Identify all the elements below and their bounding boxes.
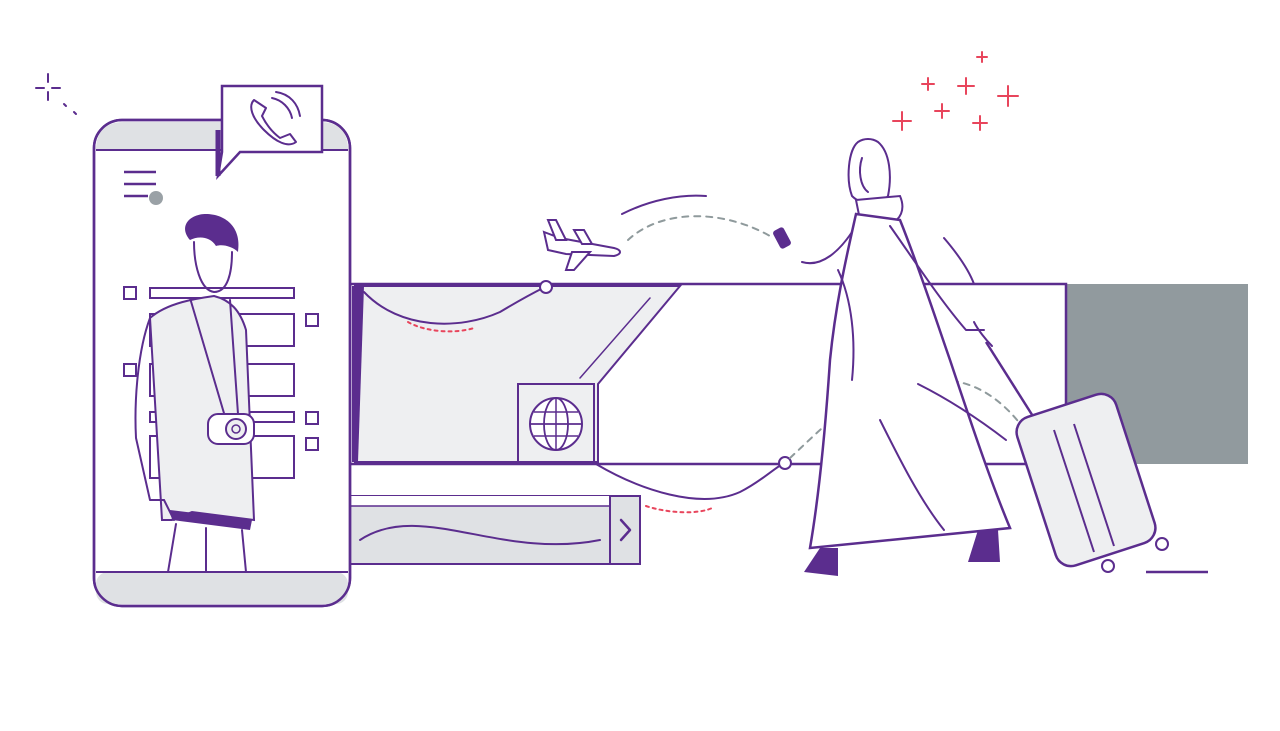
route-line-lower-red — [645, 505, 713, 514]
flight-arc-dashed — [627, 215, 771, 241]
suitcase-icon — [984, 341, 1169, 573]
camera-icon — [207, 413, 255, 445]
airplane-icon — [542, 219, 621, 271]
route-line-lower — [595, 462, 785, 500]
route-node-lower — [778, 456, 792, 470]
phone-call-icon — [215, 84, 324, 180]
panel-stripe — [579, 297, 651, 379]
chevron-right-icon — [619, 518, 632, 542]
globe-icon — [517, 383, 595, 463]
slider-bar — [349, 495, 641, 565]
sparkle-icon-red — [892, 51, 1019, 131]
route-node-upper — [539, 280, 553, 294]
woman-figure — [773, 138, 1012, 576]
flight-arc-solid — [621, 194, 707, 215]
route-line-upper — [363, 286, 546, 325]
panel-dark-edge — [352, 286, 364, 462]
sparkle-icon — [35, 73, 77, 115]
man-figure — [134, 214, 256, 573]
hamburger-menu-icon — [124, 170, 163, 205]
